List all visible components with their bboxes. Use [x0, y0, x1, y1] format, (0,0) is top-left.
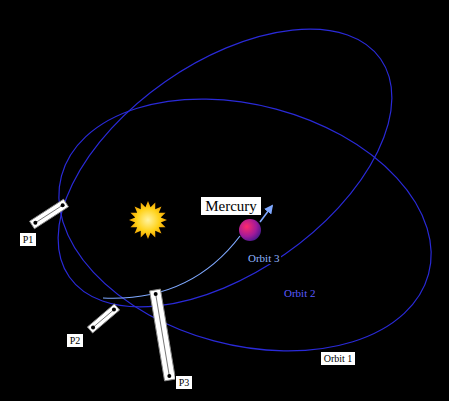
orbit-2-ellipse [9, 0, 441, 363]
orbit-label: Orbit 2 [282, 287, 317, 299]
probe-axis [156, 294, 170, 376]
orbit-label: Orbit 1 [320, 351, 357, 366]
probe-label: P1 [19, 232, 38, 247]
probe-dot [33, 221, 37, 225]
label-text: Orbit 1 [324, 353, 353, 364]
probe-label: P3 [175, 375, 194, 390]
label-text: P3 [179, 377, 190, 388]
label-text: Mercury [205, 198, 257, 215]
sun-rays [129, 201, 167, 239]
probe-axis [35, 205, 62, 223]
sun [129, 201, 167, 239]
label-text: P1 [23, 234, 34, 245]
planet-label: Mercury [200, 196, 262, 217]
probe-bar [30, 199, 69, 229]
label-text: P2 [70, 335, 81, 346]
orbit-1-ellipse [30, 60, 449, 390]
probe-bars [30, 199, 176, 381]
probe-dot [112, 308, 116, 312]
orbit-label: Orbit 3 [246, 252, 281, 264]
probe-axis [93, 310, 114, 328]
probe-dot [154, 292, 158, 296]
probe-bar [150, 289, 176, 381]
probe-dot [61, 203, 65, 207]
orbit-3-arc [103, 236, 240, 298]
mercury-planet [239, 219, 261, 241]
probe-dot [91, 325, 95, 329]
probe-dot [167, 374, 171, 378]
probe-label: P2 [66, 333, 85, 348]
probe-bar [87, 304, 119, 333]
